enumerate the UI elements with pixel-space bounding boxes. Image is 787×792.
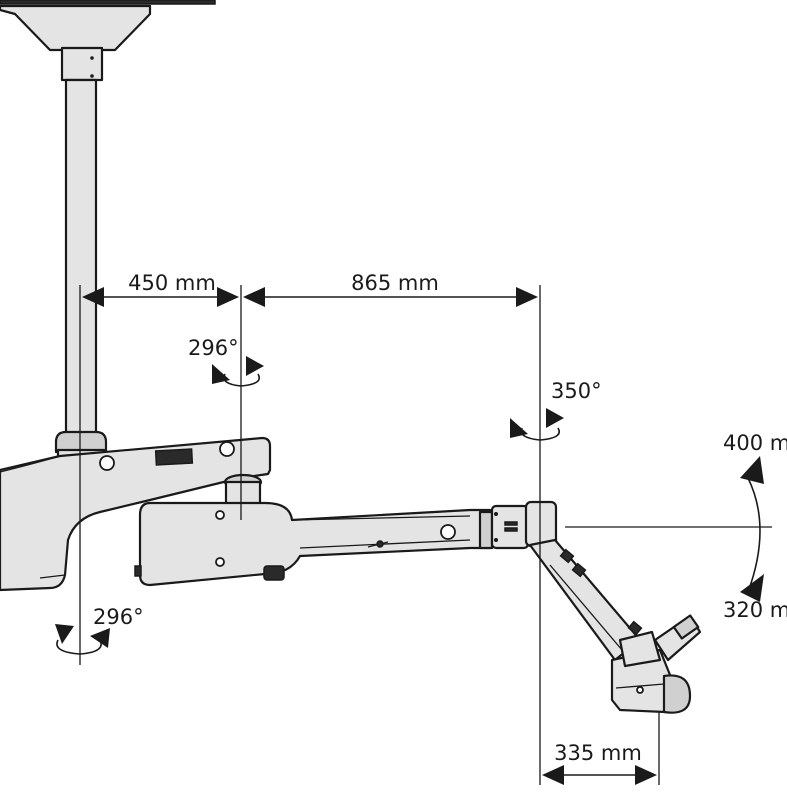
dimension-450-label: 450 mm [128, 271, 216, 295]
microscope-carrier [528, 538, 643, 662]
rotation-base: 296° [55, 605, 144, 655]
dimension-865-label: 865 mm [351, 271, 439, 295]
reference-lines [79, 285, 772, 785]
dimension-335-label: 335 mm [554, 741, 642, 765]
head-joint [490, 500, 558, 550]
first-arm [0, 436, 272, 592]
dimension-450: 450 mm [82, 271, 239, 307]
second-arm [134, 501, 494, 587]
tilt-up-label: 400 mm [723, 431, 787, 455]
rotation-head-label: 350° [551, 379, 602, 403]
vertical-column [54, 78, 108, 460]
dimension-335: 335 mm [542, 741, 657, 785]
dimension-865: 865 mm [243, 271, 538, 307]
ceiling-mount [0, 0, 216, 82]
tilt-down-label: 320 mm [723, 598, 787, 622]
rotation-arm-joint: 296° [188, 336, 264, 387]
rotation-arm-joint-label: 296° [188, 336, 239, 360]
rotation-base-label: 296° [93, 605, 144, 629]
tilt-range: 400 mm 320 mm [723, 431, 787, 622]
arm-joint [223, 473, 263, 506]
microscope-head [610, 614, 702, 714]
rotation-head: 350° [510, 379, 602, 441]
